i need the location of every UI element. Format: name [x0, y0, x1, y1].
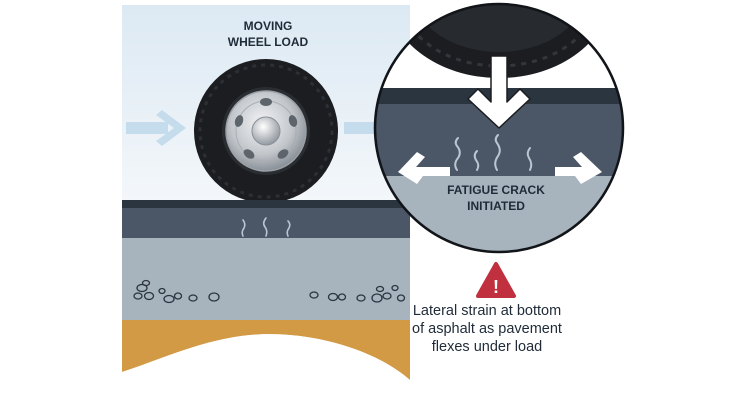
crack-label-line2: INITIATED	[467, 199, 525, 213]
subgrade-soil	[122, 320, 410, 380]
strain-caption: Lateral strain at bottom of asphalt as p…	[392, 302, 582, 356]
strain-arrow-right-icon	[555, 152, 602, 184]
strain-arrow-left-icon	[398, 152, 450, 184]
caption-line-3: flexes under load	[431, 339, 543, 355]
tire-icon	[194, 59, 338, 203]
tire-closeup-icon	[387, 4, 611, 78]
motion-arrow-left	[126, 110, 186, 146]
aggregate-right	[309, 284, 406, 303]
warning-icon: !	[476, 262, 516, 298]
wheel-load-label-line2: WHEEL LOAD	[228, 35, 309, 49]
warning-glyph: !	[493, 277, 499, 297]
base-course	[122, 238, 410, 320]
asphalt-surface	[122, 200, 410, 208]
subgrade-lower	[122, 334, 410, 419]
micro-cracks	[241, 217, 291, 237]
motion-arrow-right	[344, 122, 378, 134]
load-arrow-icon	[467, 55, 531, 129]
crack-label-line1: FATIGUE CRACK	[447, 183, 545, 197]
caption-line-2: of asphalt as pavement	[412, 321, 562, 337]
caption-line-1: Lateral strain at bottom	[412, 303, 562, 319]
magnified-view: FATIGUE CRACK INITIATED	[373, 2, 625, 254]
aggregate-left	[133, 279, 220, 304]
wheel-load-label-line1: MOVING	[244, 19, 293, 33]
fatigue-cracks	[454, 134, 533, 171]
